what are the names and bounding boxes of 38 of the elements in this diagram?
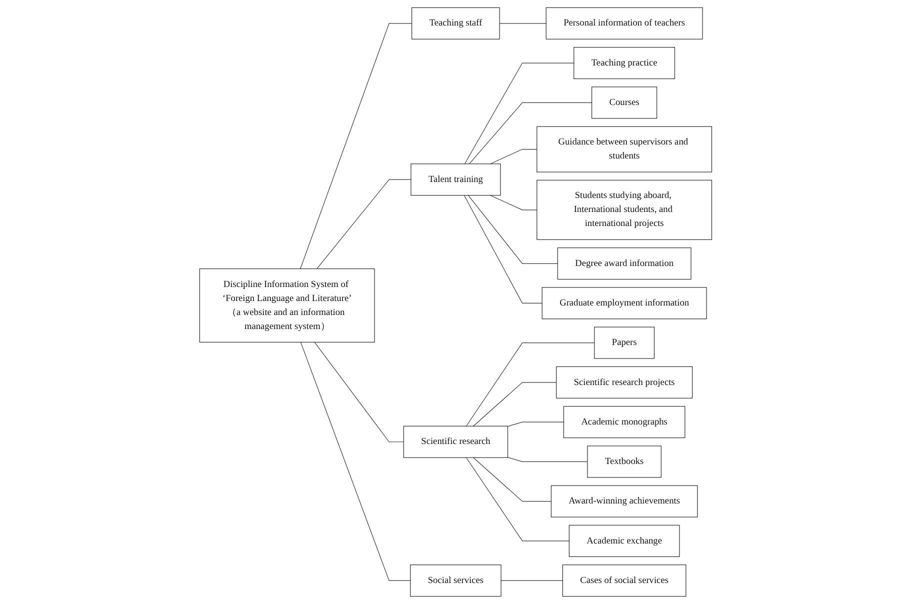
connector bbox=[466, 457, 570, 542]
node-box bbox=[410, 164, 502, 196]
node-box bbox=[536, 126, 712, 172]
connector bbox=[508, 457, 588, 462]
node-box bbox=[558, 248, 692, 280]
connector bbox=[316, 179, 412, 270]
connector bbox=[500, 23, 547, 24]
node-box bbox=[564, 406, 686, 438]
tree-diagram: Discipline Information System of ‘Foreign Language and Literature’ （a website and an information management system） Teaching staff Talent training Scientific research Social services Personal information of teachers Teaching practice Courses Guidance between supervisors and students Students studying aboard, International students, and international projects Degree award information Graduate employment information Papers Scientific research projects Academic monographs Textbooks Award-winning achievements Academic exchange Cases of social services bbox=[195, 3, 717, 601]
node-box bbox=[542, 287, 708, 320]
node-box bbox=[410, 564, 502, 597]
connector bbox=[468, 195, 558, 264]
connector bbox=[464, 62, 574, 164]
connector bbox=[466, 342, 595, 426]
node-box bbox=[592, 86, 658, 119]
node-box bbox=[551, 485, 698, 518]
connector bbox=[501, 580, 564, 581]
node-box bbox=[556, 366, 693, 398]
node-box bbox=[200, 268, 376, 342]
connector bbox=[300, 342, 411, 581]
node-box bbox=[404, 426, 508, 458]
node-box bbox=[562, 564, 687, 597]
node-box bbox=[536, 180, 712, 240]
node-box bbox=[546, 7, 704, 40]
node-box bbox=[574, 47, 676, 80]
connector bbox=[473, 457, 552, 502]
connector bbox=[464, 195, 543, 304]
node-box bbox=[569, 524, 680, 557]
node-box bbox=[594, 326, 655, 359]
node-box bbox=[412, 7, 500, 40]
connector bbox=[508, 422, 564, 427]
connector bbox=[473, 382, 557, 426]
connector bbox=[314, 342, 404, 442]
connector bbox=[490, 149, 538, 164]
node-box bbox=[587, 446, 662, 478]
connector bbox=[469, 102, 592, 164]
connector bbox=[300, 23, 412, 270]
connector bbox=[490, 195, 538, 210]
